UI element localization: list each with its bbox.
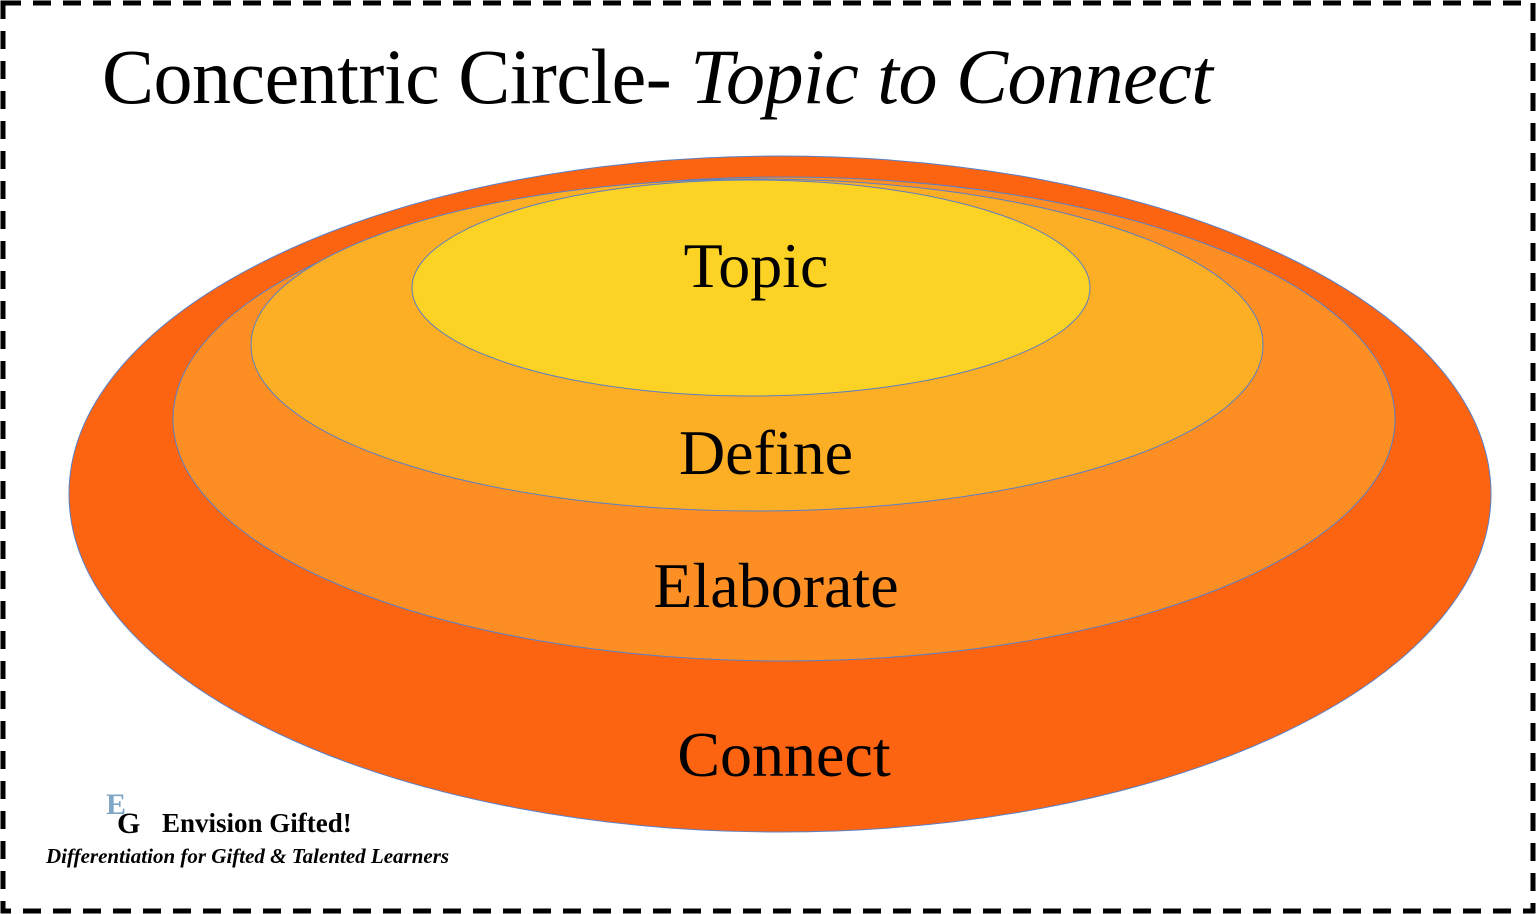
logo-tagline: Differentiation for Gifted & Talented Le… xyxy=(46,844,450,868)
ring-topic xyxy=(411,179,1091,397)
title-emphasis: Topic to Connect xyxy=(690,33,1213,120)
ring-label-define: Define xyxy=(679,417,853,488)
logo-name: Envision Gifted! xyxy=(162,808,352,838)
title-prefix: Concentric Circle- xyxy=(102,33,691,120)
ring-label-topic: Topic xyxy=(684,230,829,301)
ring-label-elaborate: Elaborate xyxy=(653,550,898,621)
monogram-e: E xyxy=(106,788,127,821)
monogram-g: G xyxy=(117,807,141,840)
envision-gifted-logo: E G Envision Gifted! Differentiation for… xyxy=(46,790,506,880)
eg-monogram-icon: E G xyxy=(106,790,146,840)
page-title: Concentric Circle- Topic to Connect xyxy=(102,38,1213,116)
ring-label-connect: Connect xyxy=(677,719,891,790)
